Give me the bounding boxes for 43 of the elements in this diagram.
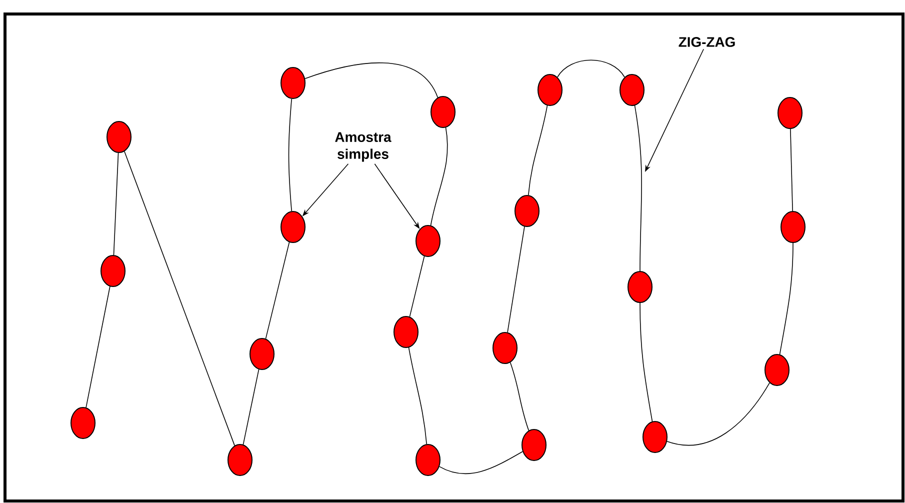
path-line [528, 105, 548, 196]
path-line [507, 226, 525, 333]
path-line [86, 286, 110, 408]
sample-point [430, 96, 456, 128]
path-line [666, 382, 770, 446]
path-line [640, 302, 653, 422]
path-line [439, 451, 524, 474]
sample-point [628, 270, 652, 303]
path-line [409, 256, 425, 318]
path-line [510, 362, 530, 431]
sample-point [228, 444, 252, 476]
sample-point [492, 332, 518, 364]
path-line [634, 105, 642, 272]
path-line [779, 242, 794, 355]
sample-point [522, 428, 546, 461]
path-line [408, 347, 428, 444]
sample-point [70, 406, 96, 439]
sample-point [780, 210, 806, 243]
sample-point [280, 210, 306, 243]
path-line [790, 128, 793, 212]
sample-point [416, 444, 440, 476]
sample-point [106, 120, 132, 153]
sample-point [538, 74, 562, 106]
sample-point [514, 194, 540, 227]
sample-point [642, 420, 668, 453]
label-text: ZIG-ZAG [678, 37, 735, 47]
path-line [242, 369, 260, 445]
path-line [265, 242, 290, 340]
path-line [124, 151, 235, 446]
path-line [113, 152, 119, 256]
sample-point [100, 254, 126, 287]
label-text: Amostra simples [335, 132, 392, 162]
sample-point [620, 74, 644, 106]
path-line [557, 60, 625, 78]
path-line [304, 62, 438, 98]
path-line [430, 127, 448, 226]
sample-point [250, 338, 274, 370]
sample-point [280, 66, 306, 99]
sample-point [416, 224, 440, 257]
path-line [288, 98, 292, 212]
sample-point [764, 354, 790, 386]
sample-point [394, 316, 418, 348]
sample-point [778, 96, 803, 129]
